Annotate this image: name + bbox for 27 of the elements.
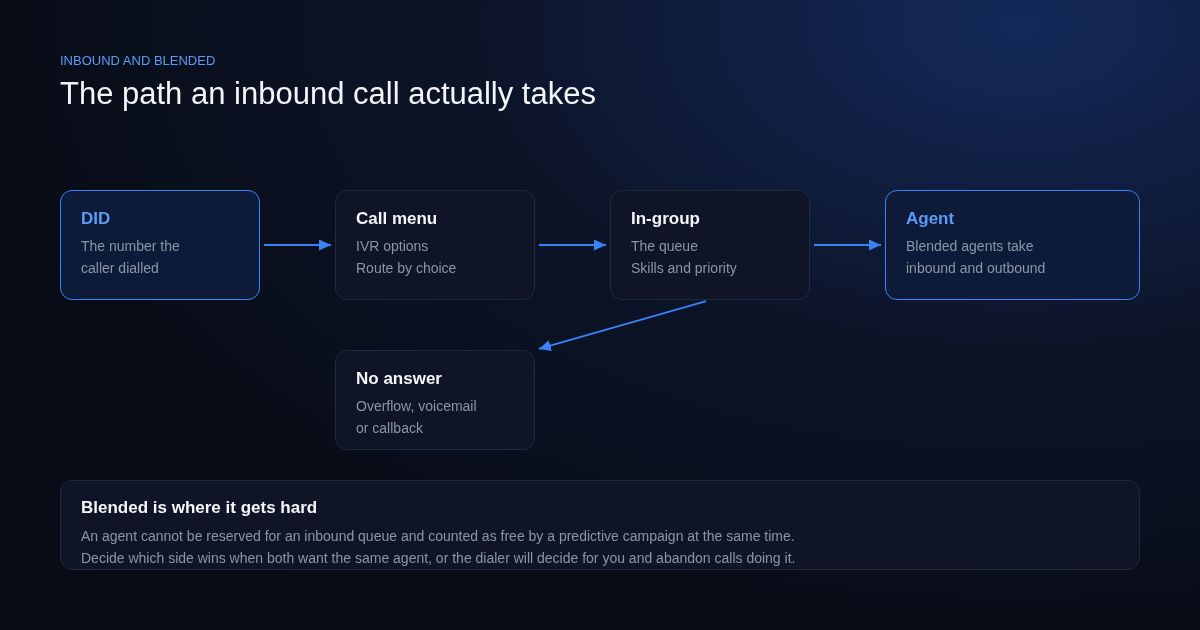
arrow xyxy=(537,300,708,351)
node-title: DID xyxy=(81,209,111,229)
arrow xyxy=(538,239,607,251)
node-title: Call menu xyxy=(356,209,438,229)
section-kicker: INBOUND AND BLENDED xyxy=(60,53,216,69)
diagram-title: The path an inbound call actually takes xyxy=(60,75,596,113)
note-title: Blended is where it gets hard xyxy=(81,497,318,519)
node-title: No answer xyxy=(356,369,442,389)
note-text: Decide which side wins when both want the same agent, or the dialer will decide for you and abandon calls doing it. xyxy=(81,549,796,568)
node-description: Blended agents take inbound and outbound xyxy=(906,237,1047,278)
node-description: Skills and priority xyxy=(631,259,737,278)
process-box xyxy=(335,350,535,450)
process-box xyxy=(885,190,1140,300)
arrow xyxy=(263,239,332,251)
node-description: The number the caller dialled xyxy=(81,237,181,278)
arrow xyxy=(813,239,882,251)
note-text: An agent cannot be reserved for an inbound queue and counted as free by a predictive campaign at the same time. xyxy=(81,527,795,546)
node-description: The queue xyxy=(631,237,698,256)
node-title: In-group xyxy=(631,209,700,229)
process-box xyxy=(335,190,535,300)
node-description: Overflow, voicemail or callback xyxy=(356,397,478,438)
node-title: Agent xyxy=(906,209,955,229)
process-box xyxy=(60,190,260,300)
node-description: IVR options xyxy=(356,237,429,256)
note-box xyxy=(60,480,1140,570)
process-box xyxy=(610,190,810,300)
node-description: Route by choice xyxy=(356,259,457,278)
